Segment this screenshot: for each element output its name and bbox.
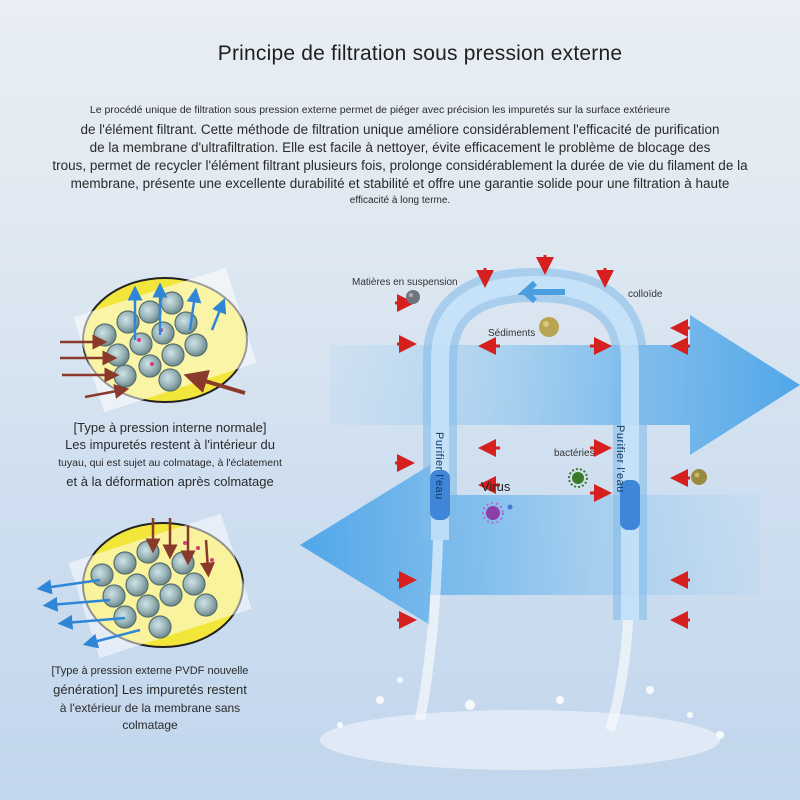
virus-icon [482, 502, 513, 524]
sediment-particle-icon [539, 317, 559, 337]
internal-caption-line-1: [Type à pression interne normale] [73, 420, 267, 435]
suspension-particle-icon [406, 290, 420, 304]
internal-caption-line-3: tuyau, qui est sujet au colmatage, à l'é… [58, 457, 282, 469]
external-pressure-illustration [36, 513, 252, 659]
external-caption-line-1: [Type à pression externe PVDF nouvelle [51, 665, 249, 677]
label-purify-left: Purifier l'eau [433, 432, 445, 500]
intro-line-2: de l'élément filtrant. Cette méthode de … [80, 122, 720, 137]
label-sediments: Sédiments [488, 328, 536, 339]
intro-line-5: membrane, présente une excellente durabi… [70, 176, 730, 191]
internal-pressure-illustration [60, 267, 257, 413]
flow-arrow-left [300, 465, 760, 625]
label-virus: Virus [481, 479, 511, 494]
external-caption-line-4: colmatage [122, 718, 178, 732]
colloid-particle-icon [691, 469, 707, 485]
intro-line-4: trous, permet de recycler l'élément filt… [52, 158, 748, 173]
label-purify-right: Purifier l'eau [614, 425, 626, 493]
pressure-arrows [395, 255, 690, 629]
page-title: Principe de filtration sous pression ext… [217, 42, 623, 65]
internal-caption-line-4: et à la déformation après colmatage [66, 474, 274, 489]
bacteria-icon [568, 468, 588, 488]
intro-line-3: de la membrane d'ultrafiltration. Elle e… [89, 140, 711, 155]
membrane-tube [423, 267, 647, 620]
external-caption-line-3: à l'extérieur de la membrane sans [59, 701, 241, 715]
flow-arrow-right [330, 315, 800, 455]
intro-line-6: efficacité à long terme. [349, 195, 451, 206]
water-splash [320, 539, 724, 770]
label-bacteria: bactéries [554, 448, 595, 459]
external-caption-line-2: génération] Les impuretés restent [53, 682, 247, 697]
intro-line-1: Le procédé unique de filtration sous pre… [89, 104, 671, 116]
label-colloid: colloïde [628, 289, 663, 300]
internal-caption-line-2: Les impuretés restent à l'intérieur du [65, 437, 275, 452]
label-suspension: Matières en suspension [352, 277, 458, 288]
